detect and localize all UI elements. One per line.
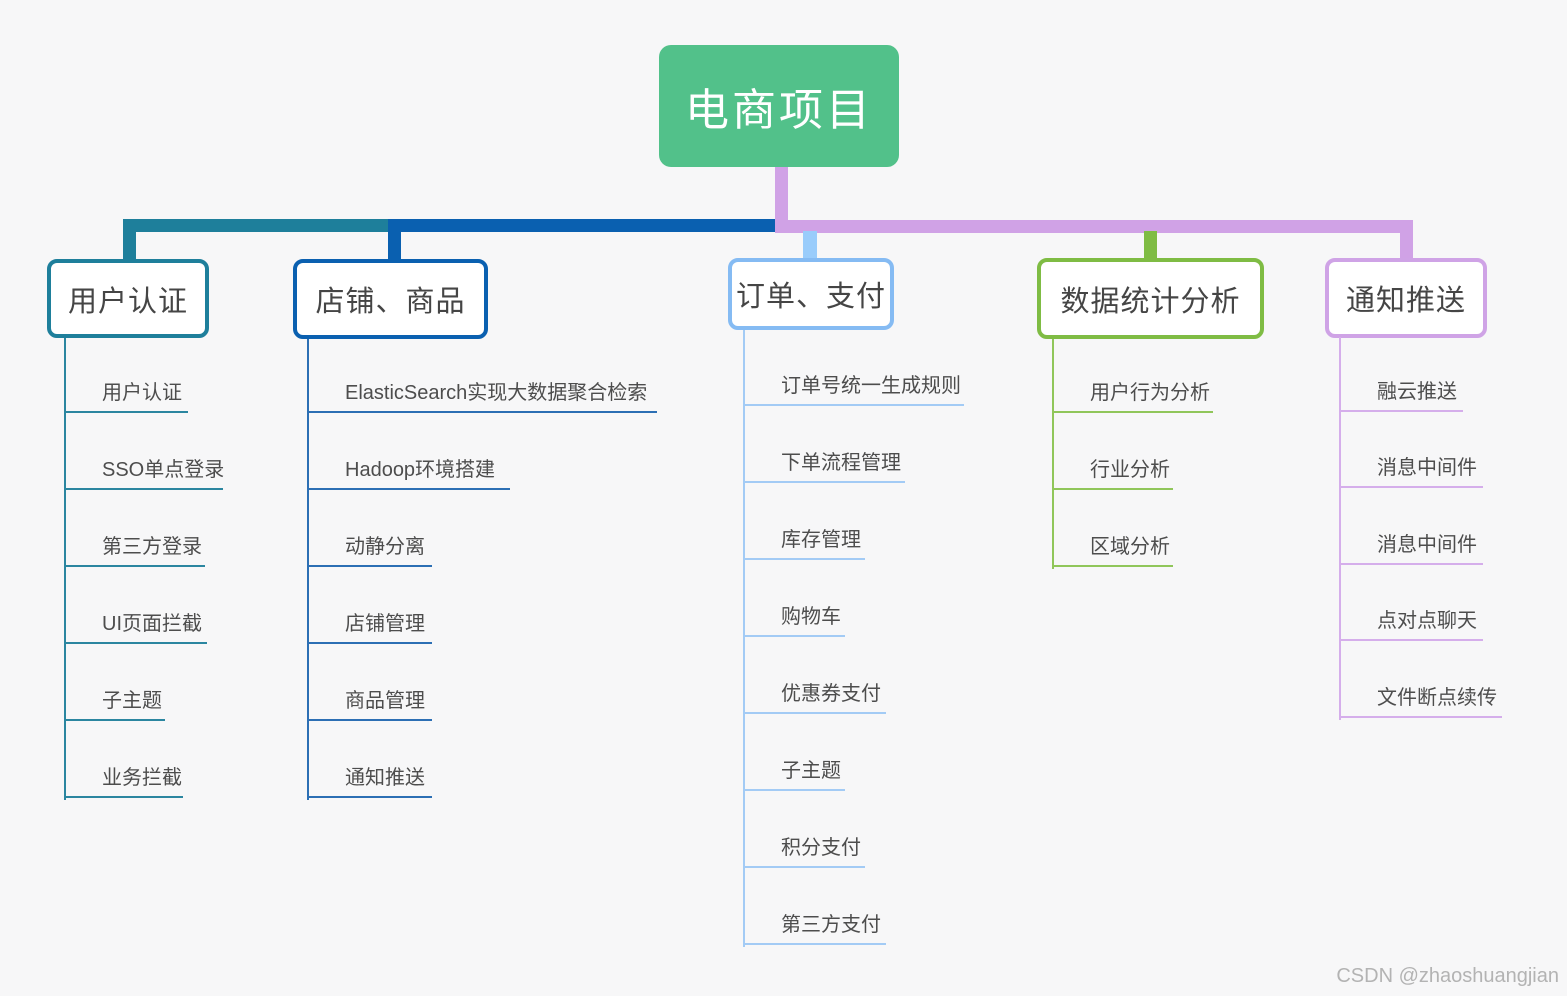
child-topic[interactable]: 区域分析 [1052,527,1173,567]
child-topic[interactable]: 点对点聊天 [1339,601,1483,641]
child-topic[interactable]: SSO单点登录 [64,450,224,490]
connector-drop-user-auth [123,229,136,262]
watermark-text: CSDN @zhaoshuangjian [1336,965,1559,987]
branch-label: 通知推送 [1345,285,1466,317]
connector-root-stub [775,166,788,232]
child-topic[interactable]: 商品管理 [307,681,432,721]
child-topic[interactable]: 第三方登录 [64,527,205,567]
child-topic[interactable]: 业务拦截 [64,758,183,798]
child-topic[interactable]: 消息中间件 [1339,448,1483,488]
branch-label: 店铺、商品 [315,286,466,318]
child-topic[interactable]: ElasticSearch实现大数据聚合检索 [307,373,657,413]
connector-trunk-blue [388,219,775,232]
branch-label: 数据统计分析 [1060,285,1241,318]
connector-children-user-auth [64,338,66,800]
connector-children-order-pay [743,330,745,947]
connector-children-notification [1339,337,1341,720]
child-topic[interactable]: 动静分离 [307,527,432,567]
child-topic[interactable]: 用户认证 [64,373,188,413]
connector-drop-data-analysis [1144,231,1157,261]
connector-children-data-analysis [1052,339,1054,569]
child-topic[interactable]: 购物车 [743,597,845,637]
child-topic[interactable]: UI页面拦截 [64,604,207,644]
branch-user-auth[interactable]: 用户认证 [47,259,209,338]
child-topic[interactable]: 订单号统一生成规则 [743,366,964,406]
connector-children-shop-goods [307,339,309,800]
child-topic[interactable]: 库存管理 [743,520,865,560]
branch-label: 用户认证 [67,285,188,318]
child-topic[interactable]: 子主题 [743,751,845,791]
connector-trunk-teal [123,219,388,232]
child-topic[interactable]: 文件断点续传 [1339,678,1502,718]
connector-drop-order-pay [803,231,817,261]
child-topic[interactable]: 子主题 [64,681,165,721]
child-topic[interactable]: 行业分析 [1052,450,1173,490]
child-topic[interactable]: 通知推送 [307,758,432,798]
child-topic[interactable]: 融云推送 [1339,372,1463,412]
branch-notification[interactable]: 通知推送 [1325,258,1487,338]
child-topic[interactable]: 消息中间件 [1339,525,1483,565]
child-topic[interactable]: 积分支付 [743,828,865,868]
connector-drop-shop-goods [388,229,401,262]
root-topic-label: 电商项目 [685,86,873,135]
child-topic[interactable]: 用户行为分析 [1052,373,1213,413]
connector-drop-notification [1400,231,1413,261]
child-topic[interactable]: 下单流程管理 [743,443,905,483]
child-topic[interactable]: 第三方支付 [743,905,886,945]
connector-trunk-purple [775,220,1413,233]
child-topic[interactable]: 优惠券支付 [743,674,886,714]
branch-shop-goods[interactable]: 店铺、商品 [293,259,488,339]
branch-order-pay[interactable]: 订单、支付 [728,258,894,330]
child-topic[interactable]: Hadoop环境搭建 [307,450,510,490]
branch-label: 订单、支付 [735,281,886,313]
branch-data-analysis[interactable]: 数据统计分析 [1037,258,1264,339]
root-topic[interactable]: 电商项目 [659,45,899,167]
child-topic[interactable]: 店铺管理 [307,604,432,644]
